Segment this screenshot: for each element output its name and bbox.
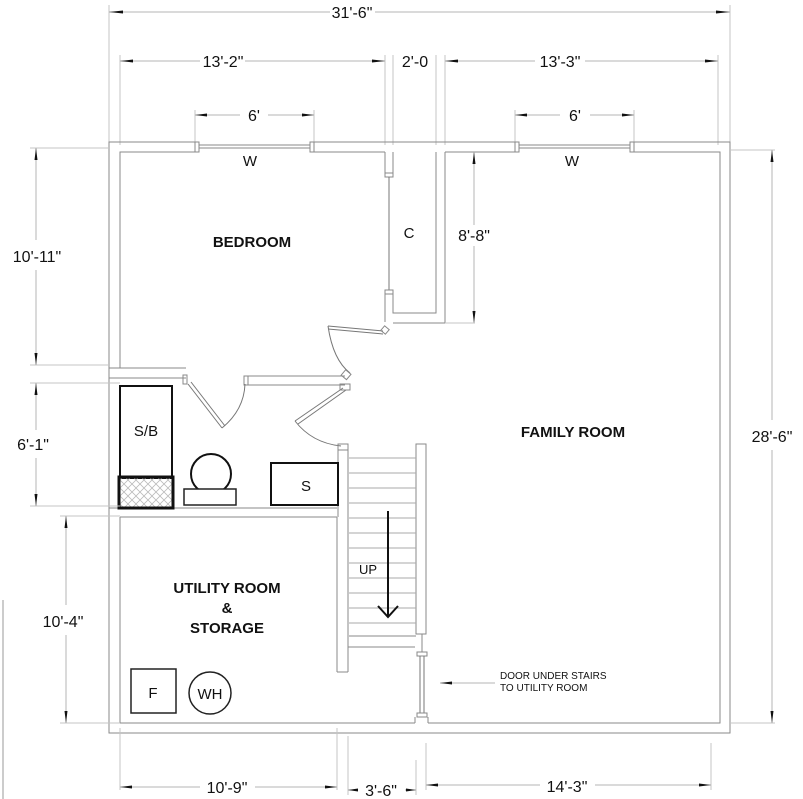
note-line-2: TO UTILITY ROOM	[500, 683, 587, 694]
room-label-family: FAMILY ROOM	[521, 424, 625, 441]
dim-text: 14'-3"	[547, 779, 588, 796]
dim-text: 28'-6"	[752, 429, 793, 446]
window-bedroom	[194, 141, 315, 153]
window-label: W	[565, 153, 580, 170]
furnace	[130, 668, 177, 714]
bedroom: BEDROOM	[109, 234, 390, 429]
dim-text: 10'-11"	[13, 249, 61, 266]
dim-text: 6'-1"	[17, 437, 49, 454]
dim-text: 3'-6"	[365, 783, 397, 799]
dim-text: 8'-8"	[458, 228, 490, 245]
dimension-window-right: 6'	[514, 108, 635, 145]
room-label-storage: STORAGE	[190, 620, 264, 637]
dim-text: 2'-0	[402, 54, 428, 71]
dim-text: 6'	[569, 108, 581, 125]
dim-text: 31'-6"	[332, 5, 373, 22]
closet-label: C	[404, 225, 415, 242]
dim-text: 13'-3"	[540, 54, 581, 71]
stairs-label: UP	[359, 562, 377, 577]
dim-text: 10'-4"	[43, 614, 84, 631]
water-heater	[188, 671, 232, 715]
window-family-room	[514, 141, 635, 153]
sink	[270, 462, 339, 506]
room-label-utility-amp: &	[222, 600, 233, 617]
shower-bath-label: S/B	[134, 423, 158, 440]
dimension-bottom: 10'-9" 3'-6" 14'-3"	[119, 728, 712, 799]
sink-label: S	[301, 478, 311, 495]
furnace-label: F	[148, 685, 157, 702]
shower-bath	[119, 385, 173, 479]
note-line-1: DOOR UNDER STAIRS	[500, 671, 607, 682]
stairs: UP	[336, 443, 429, 723]
exterior-walls	[108, 141, 731, 734]
dimension-right: 28'-6"	[730, 149, 793, 724]
room-label-bedroom: BEDROOM	[213, 234, 291, 251]
utility-room: UTILITY ROOM & STORAGE F WH	[130, 580, 281, 715]
toilet-tank	[183, 488, 237, 506]
window-label: W	[243, 153, 258, 170]
dimension-window-left: 6'	[194, 108, 315, 145]
dim-text: 10'-9"	[207, 780, 248, 797]
water-heater-label: WH	[198, 686, 223, 703]
hall-bath: S/B S	[109, 383, 351, 518]
dimension-overall-width: 31'-6"	[108, 5, 731, 145]
closet: C	[384, 152, 446, 324]
family-room: FAMILY ROOM DOOR UNDER STAIRS TO UTILITY…	[440, 424, 625, 694]
room-label-utility: UTILITY ROOM	[173, 580, 280, 597]
shower-drain-hatch	[117, 475, 175, 510]
dimension-top-segments: 13'-2" 2'-0 13'-3"	[119, 54, 719, 145]
toilet-bowl	[190, 453, 232, 495]
dim-text: 6'	[248, 108, 260, 125]
dimension-closet-depth: 8'-8"	[445, 152, 490, 324]
dimension-left: 10'-11" 6'-1" 10'-4"	[2, 147, 120, 799]
dim-text: 13'-2"	[203, 54, 244, 71]
